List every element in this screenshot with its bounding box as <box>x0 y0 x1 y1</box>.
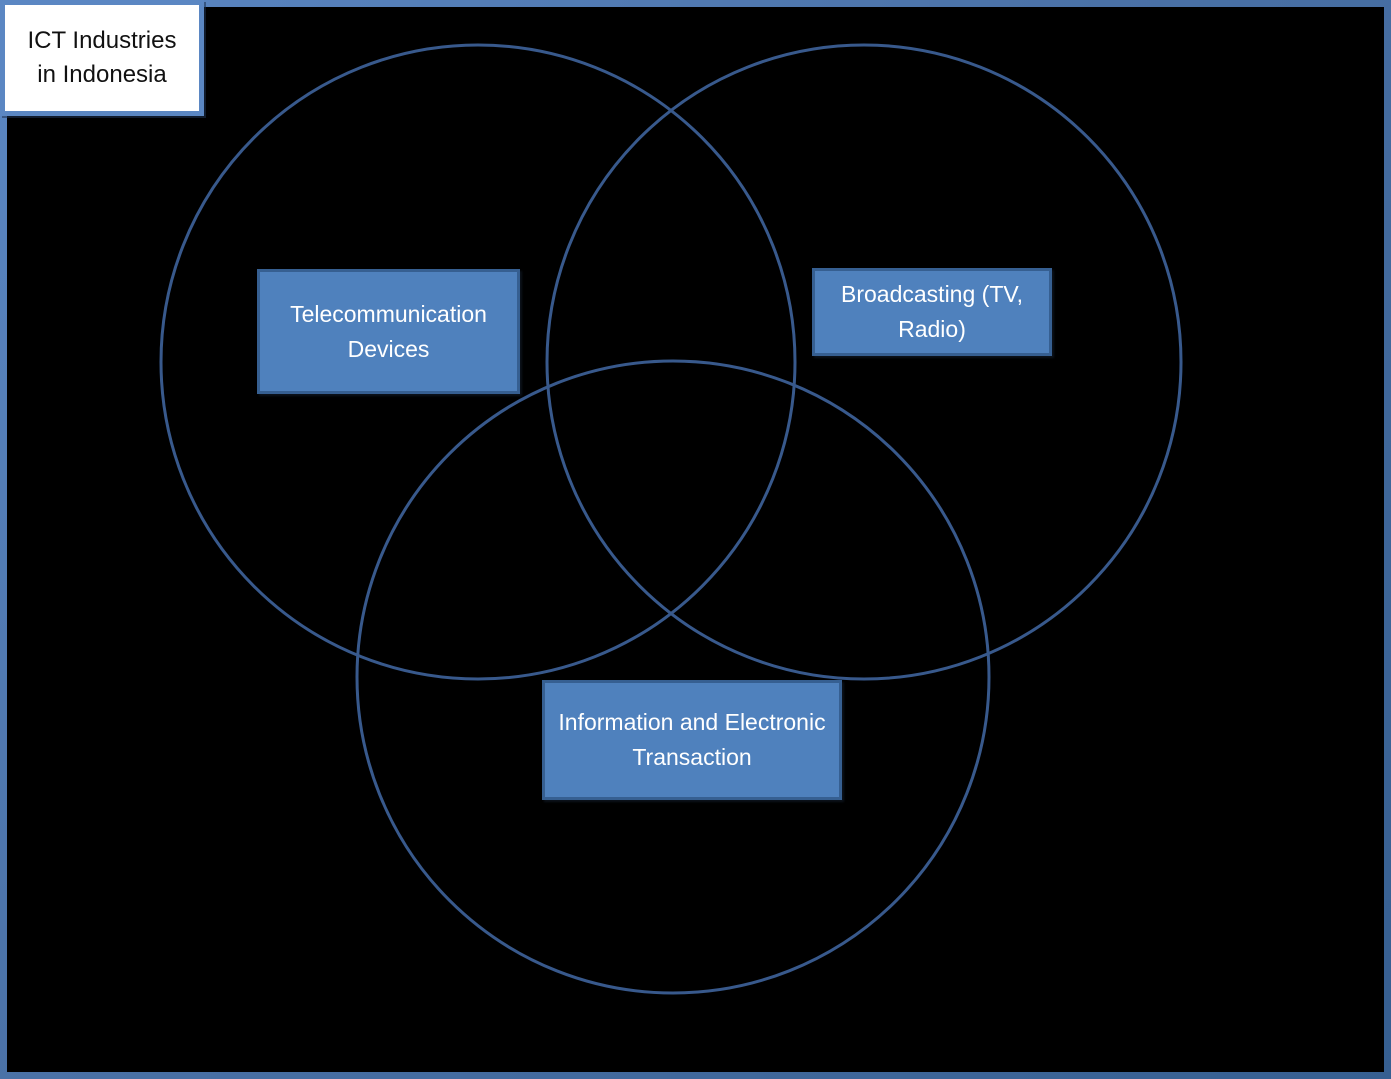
venn-label-telecommunication-devices-text: Telecommunication Devices <box>290 300 487 362</box>
diagram-title-line-2: in Indonesia <box>37 61 167 88</box>
venn-circle-telecommunication <box>159 43 797 681</box>
venn-circle-information <box>355 359 991 995</box>
venn-label-broadcasting-text: Broadcasting (TV, Radio) <box>841 281 1023 342</box>
venn-label-telecommunication-devices: Telecommunication Devices <box>257 269 520 394</box>
venn-circle-broadcasting <box>545 43 1183 681</box>
diagram-title-box: ICT Industries in Indonesia <box>0 0 204 116</box>
venn-label-information-electronic-transaction: Information and Electronic Transaction <box>542 680 842 800</box>
diagram-title-line-1: ICT Industries <box>27 27 177 54</box>
venn-label-information-electronic-transaction-text: Information and Electronic Transaction <box>558 709 826 770</box>
slide-canvas <box>7 7 1384 1072</box>
venn-label-broadcasting: Broadcasting (TV, Radio) <box>812 268 1052 356</box>
